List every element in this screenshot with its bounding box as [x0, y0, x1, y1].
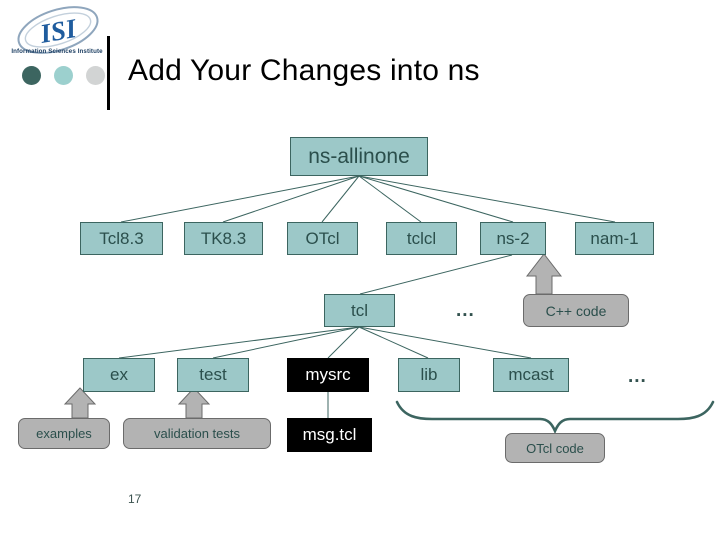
tree-node-mcast[interactable]: mcast: [493, 358, 569, 392]
tree-node-msg-tcl[interactable]: msg.tcl: [287, 418, 372, 452]
tree-node-label: lib: [420, 365, 438, 384]
arrow-cpp-to-ns2: [525, 253, 563, 295]
tree-node-label: mcast: [508, 365, 554, 384]
tree-node-label: msg.tcl: [302, 425, 357, 444]
tree-node-lib[interactable]: lib: [398, 358, 460, 392]
tree-node-label: ns-allinone: [308, 144, 410, 168]
isi-logo-caption: Information Sciences Institute: [11, 48, 103, 55]
tree-node-tcl[interactable]: tcl: [324, 294, 395, 327]
isi-logo-icon: ISI: [17, 6, 99, 54]
callout-cpp-code[interactable]: C++ code: [523, 294, 629, 327]
tree-ellipsis-level3: ...: [456, 300, 475, 321]
tree-node-label: nam-1: [590, 228, 639, 248]
arrow-examples-to-ex: [63, 387, 97, 419]
arrow-validation-to-test: [177, 387, 211, 419]
isi-logo-block: ISI Information Sciences Institute: [8, 4, 105, 96]
decor-dot-dark: [22, 66, 41, 85]
page-title: Add Your Changes into ns: [128, 54, 480, 87]
page-number: 17: [128, 492, 142, 506]
decor-dot-gray: [86, 66, 105, 85]
tree-node-nam1[interactable]: nam-1: [575, 222, 654, 255]
tree-node-label: mysrc: [305, 365, 351, 384]
tree-node-label: tclcl: [406, 228, 437, 248]
tree-node-label: Tcl8.3: [99, 228, 144, 248]
callout-otcl-code[interactable]: OTcl code: [505, 433, 605, 463]
tree-node-label: test: [199, 365, 227, 384]
tree-node-test[interactable]: test: [177, 358, 249, 392]
tree-node-label: tcl: [351, 300, 368, 320]
callout-label: OTcl code: [526, 440, 584, 456]
tree-node-otcl[interactable]: OTcl: [287, 222, 358, 255]
decor-dot-teal: [54, 66, 73, 85]
callout-label: examples: [36, 426, 92, 441]
tree-node-ns2[interactable]: ns-2: [480, 222, 546, 255]
callout-label: C++ code: [545, 302, 607, 319]
callout-examples[interactable]: examples: [18, 418, 110, 449]
slide-header: ISI Information Sciences Institute Add Y…: [0, 0, 720, 120]
tree-node-label: ex: [110, 365, 128, 384]
tree-node-ns-allinone[interactable]: ns-allinone: [290, 137, 428, 176]
tree-node-tcl83[interactable]: Tcl8.3: [80, 222, 163, 255]
title-divider-rule: [107, 36, 110, 110]
callout-validation-tests[interactable]: validation tests: [123, 418, 271, 449]
tree-node-tclcl[interactable]: tclcl: [386, 222, 457, 255]
tree-node-ex[interactable]: ex: [83, 358, 155, 392]
tree-node-label: OTcl: [305, 228, 340, 248]
tree-node-label: ns-2: [496, 228, 530, 248]
callout-label: validation tests: [154, 426, 240, 441]
tree-node-tk83[interactable]: TK8.3: [184, 222, 263, 255]
otcl-code-brace: [395, 400, 715, 435]
tree-node-label: TK8.3: [200, 228, 247, 248]
tree-node-mysrc[interactable]: mysrc: [287, 358, 369, 392]
tree-ellipsis-level4: ...: [628, 366, 647, 387]
svg-text:ISI: ISI: [37, 13, 80, 49]
